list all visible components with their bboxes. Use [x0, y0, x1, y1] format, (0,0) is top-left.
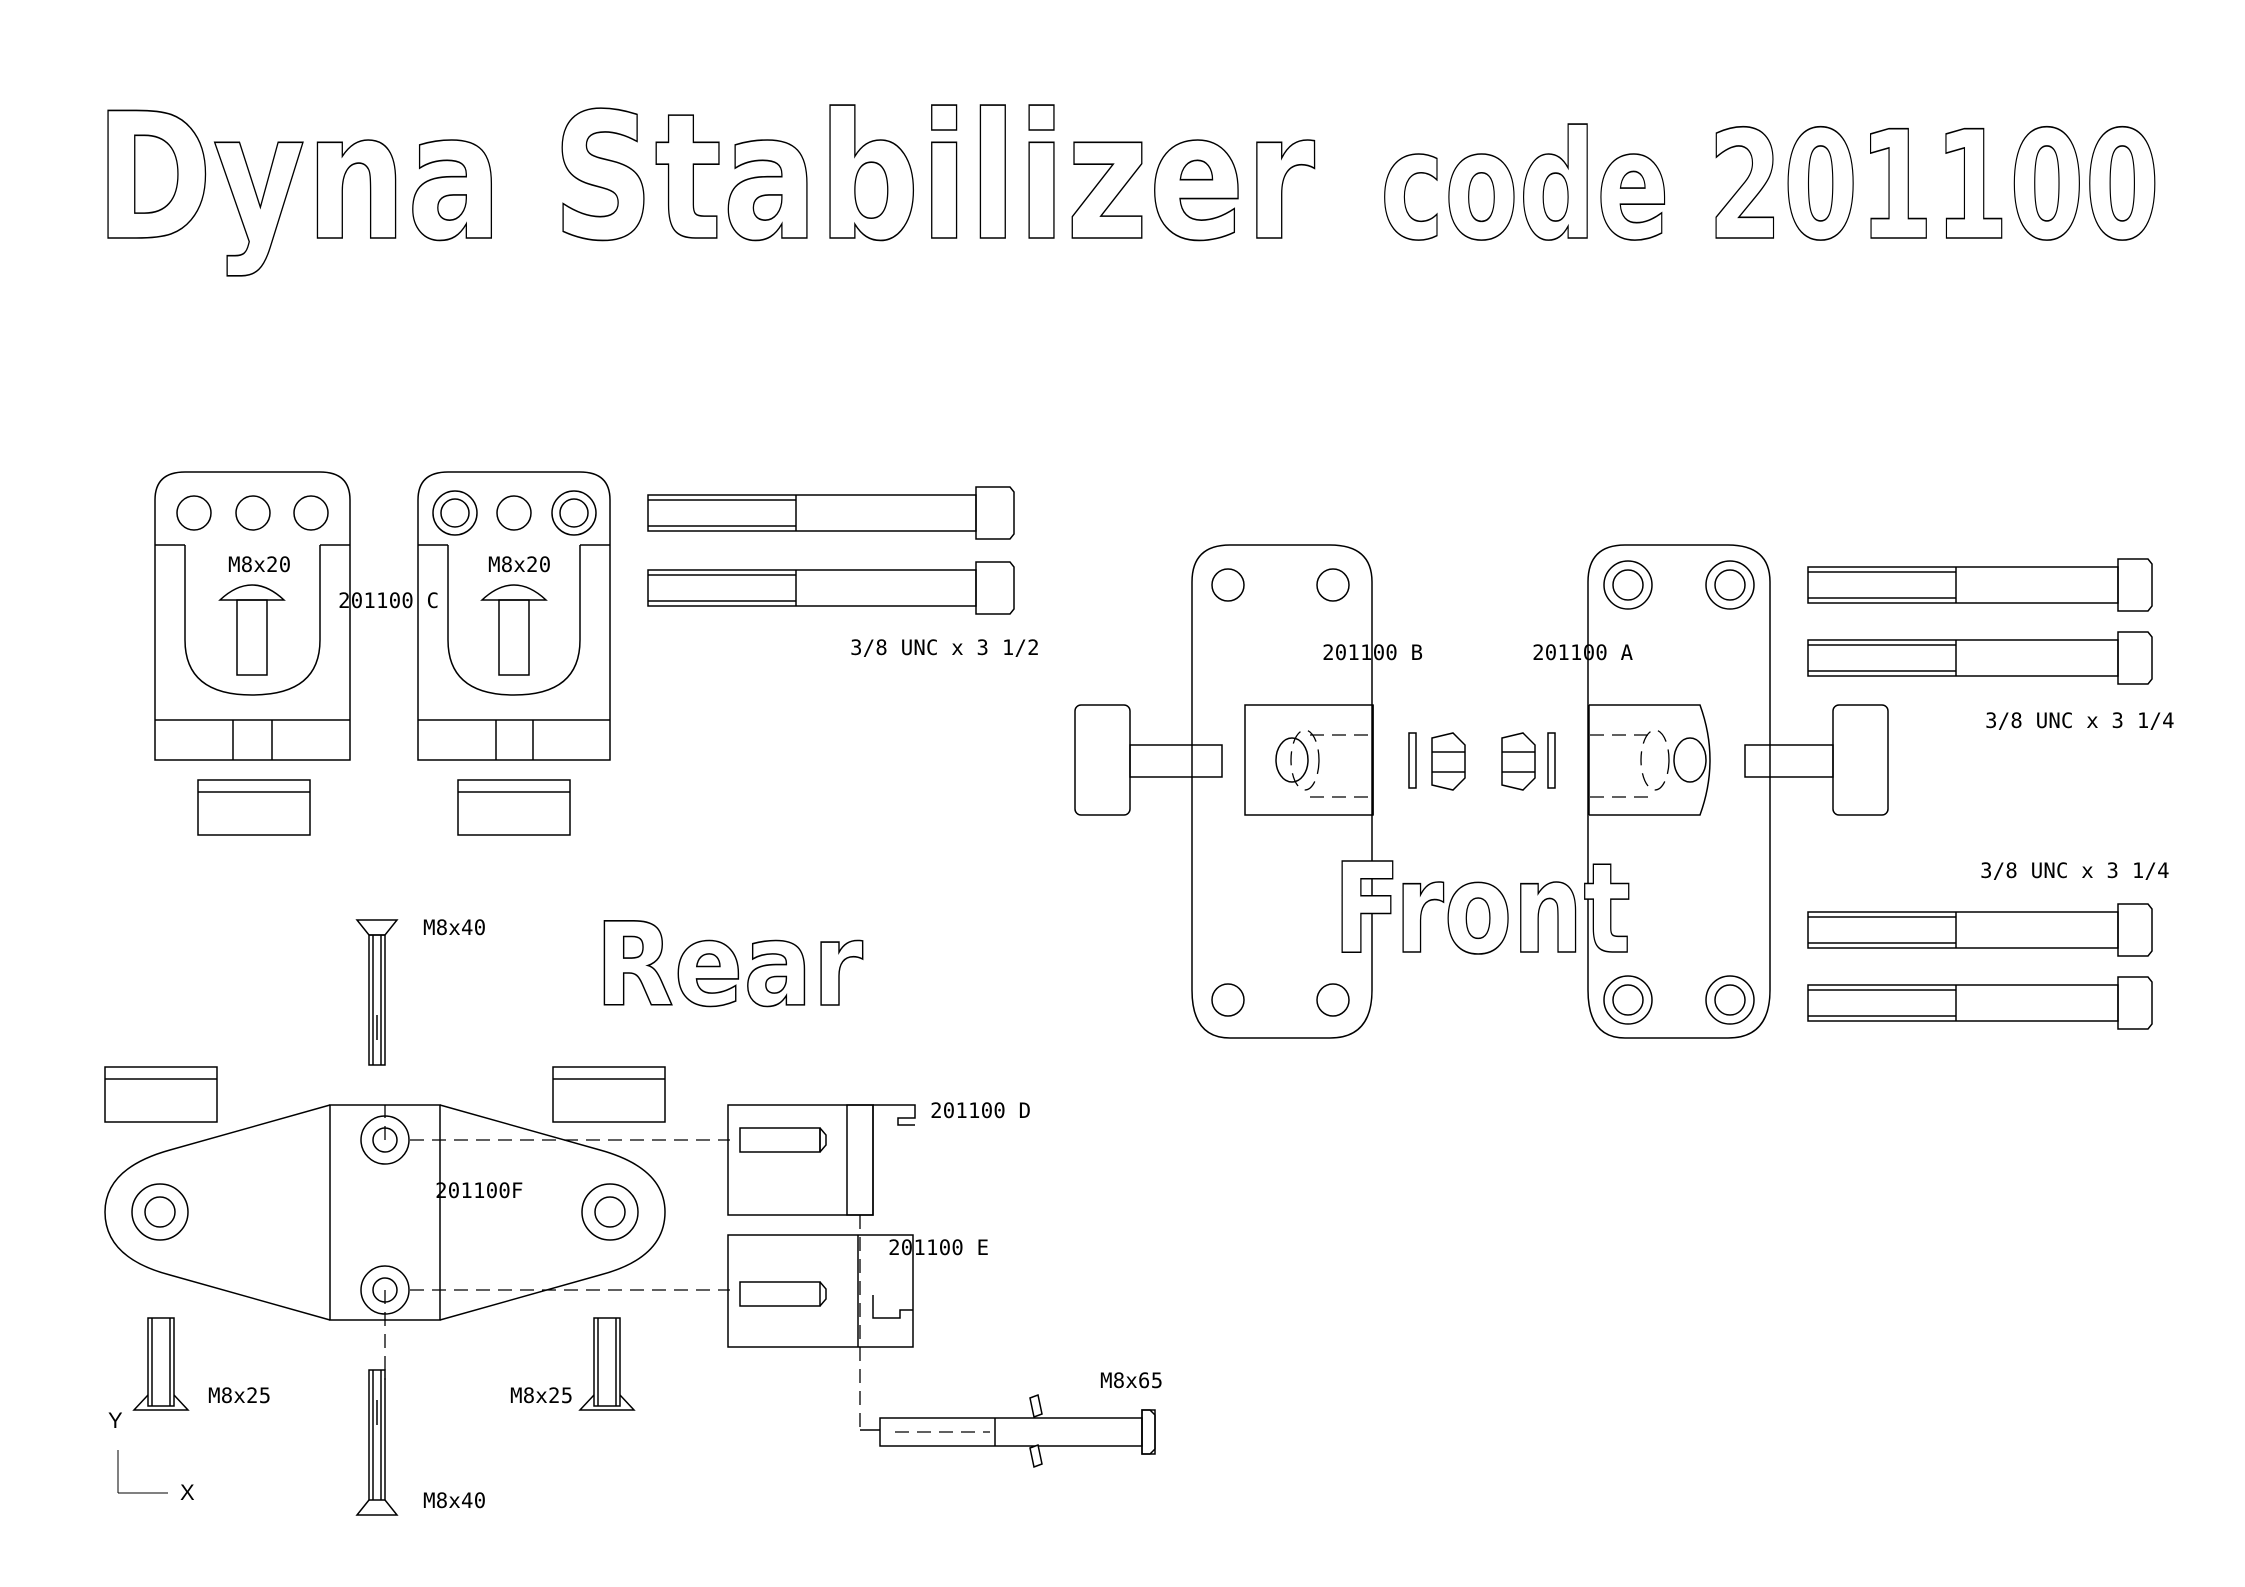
label-part-b: 201100 B [1322, 641, 1423, 665]
label-m8x25-left: M8x25 [208, 1384, 271, 1408]
part-201100d [727, 1104, 916, 1216]
rear-spacer-left [197, 779, 311, 836]
front-nuts [1408, 732, 1556, 791]
bolt-m8x40-bottom [355, 1369, 399, 1516]
rear-clamp-left [154, 471, 351, 761]
label-part-e: 201100 E [888, 1236, 989, 1260]
rear-bolt-bottom [647, 561, 1015, 615]
rear-clamp-right [417, 471, 611, 761]
bolt-m8x25-right [578, 1317, 636, 1411]
front-knob-right [1588, 704, 1889, 816]
label-bolt-rear: 3/8 UNC x 3 1/2 [850, 636, 1040, 660]
heading-rear: Rear [595, 899, 863, 1033]
label-part-c: 201100 C [338, 589, 439, 613]
label-bolt-front-top: 3/8 UNC x 3 1/4 [1985, 709, 2175, 733]
label-m8x40-top: M8x40 [423, 916, 486, 940]
label-m8x20-left: M8x20 [228, 553, 291, 577]
rear-bolt-top [647, 486, 1015, 540]
label-part-a: 201100 A [1532, 641, 1634, 665]
label-m8x65: M8x65 [1100, 1369, 1163, 1393]
front-bolt-1 [1807, 558, 2153, 612]
label-m8x40-bottom: M8x40 [423, 1489, 486, 1513]
label-m8x20-right: M8x20 [488, 553, 551, 577]
rear-bottom-spacer-right [552, 1066, 666, 1123]
label-part-f: 201100F [435, 1179, 524, 1203]
rear-spacer-right [457, 779, 571, 836]
bolt-m8x40-top [355, 919, 399, 1066]
front-plate-right [1587, 544, 1771, 1039]
label-part-d: 201100 D [930, 1099, 1031, 1123]
front-bolt-2 [1807, 631, 2153, 685]
front-knob-left [1074, 704, 1374, 816]
part-201100e [727, 1234, 914, 1348]
front-plate-left [1191, 544, 1373, 1039]
label-bolt-front-bottom: 3/8 UNC x 3 1/4 [1980, 859, 2170, 883]
title-code: code 201100 [1380, 100, 2160, 274]
front-bolt-4 [1807, 976, 2153, 1030]
rear-bottom-spacer-left [104, 1066, 218, 1123]
axis-y-label: Y [108, 1408, 123, 1433]
bolt-m8x65 [879, 1393, 1156, 1469]
bolt-m8x25-left [132, 1317, 190, 1411]
axis-x-label: X [180, 1480, 195, 1505]
axis-indicator [117, 1450, 168, 1494]
label-m8x25-right: M8x25 [510, 1384, 573, 1408]
title-main: Dyna Stabilizer [95, 77, 1315, 280]
front-bolt-3 [1807, 903, 2153, 957]
heading-front: Front [1333, 837, 1631, 982]
